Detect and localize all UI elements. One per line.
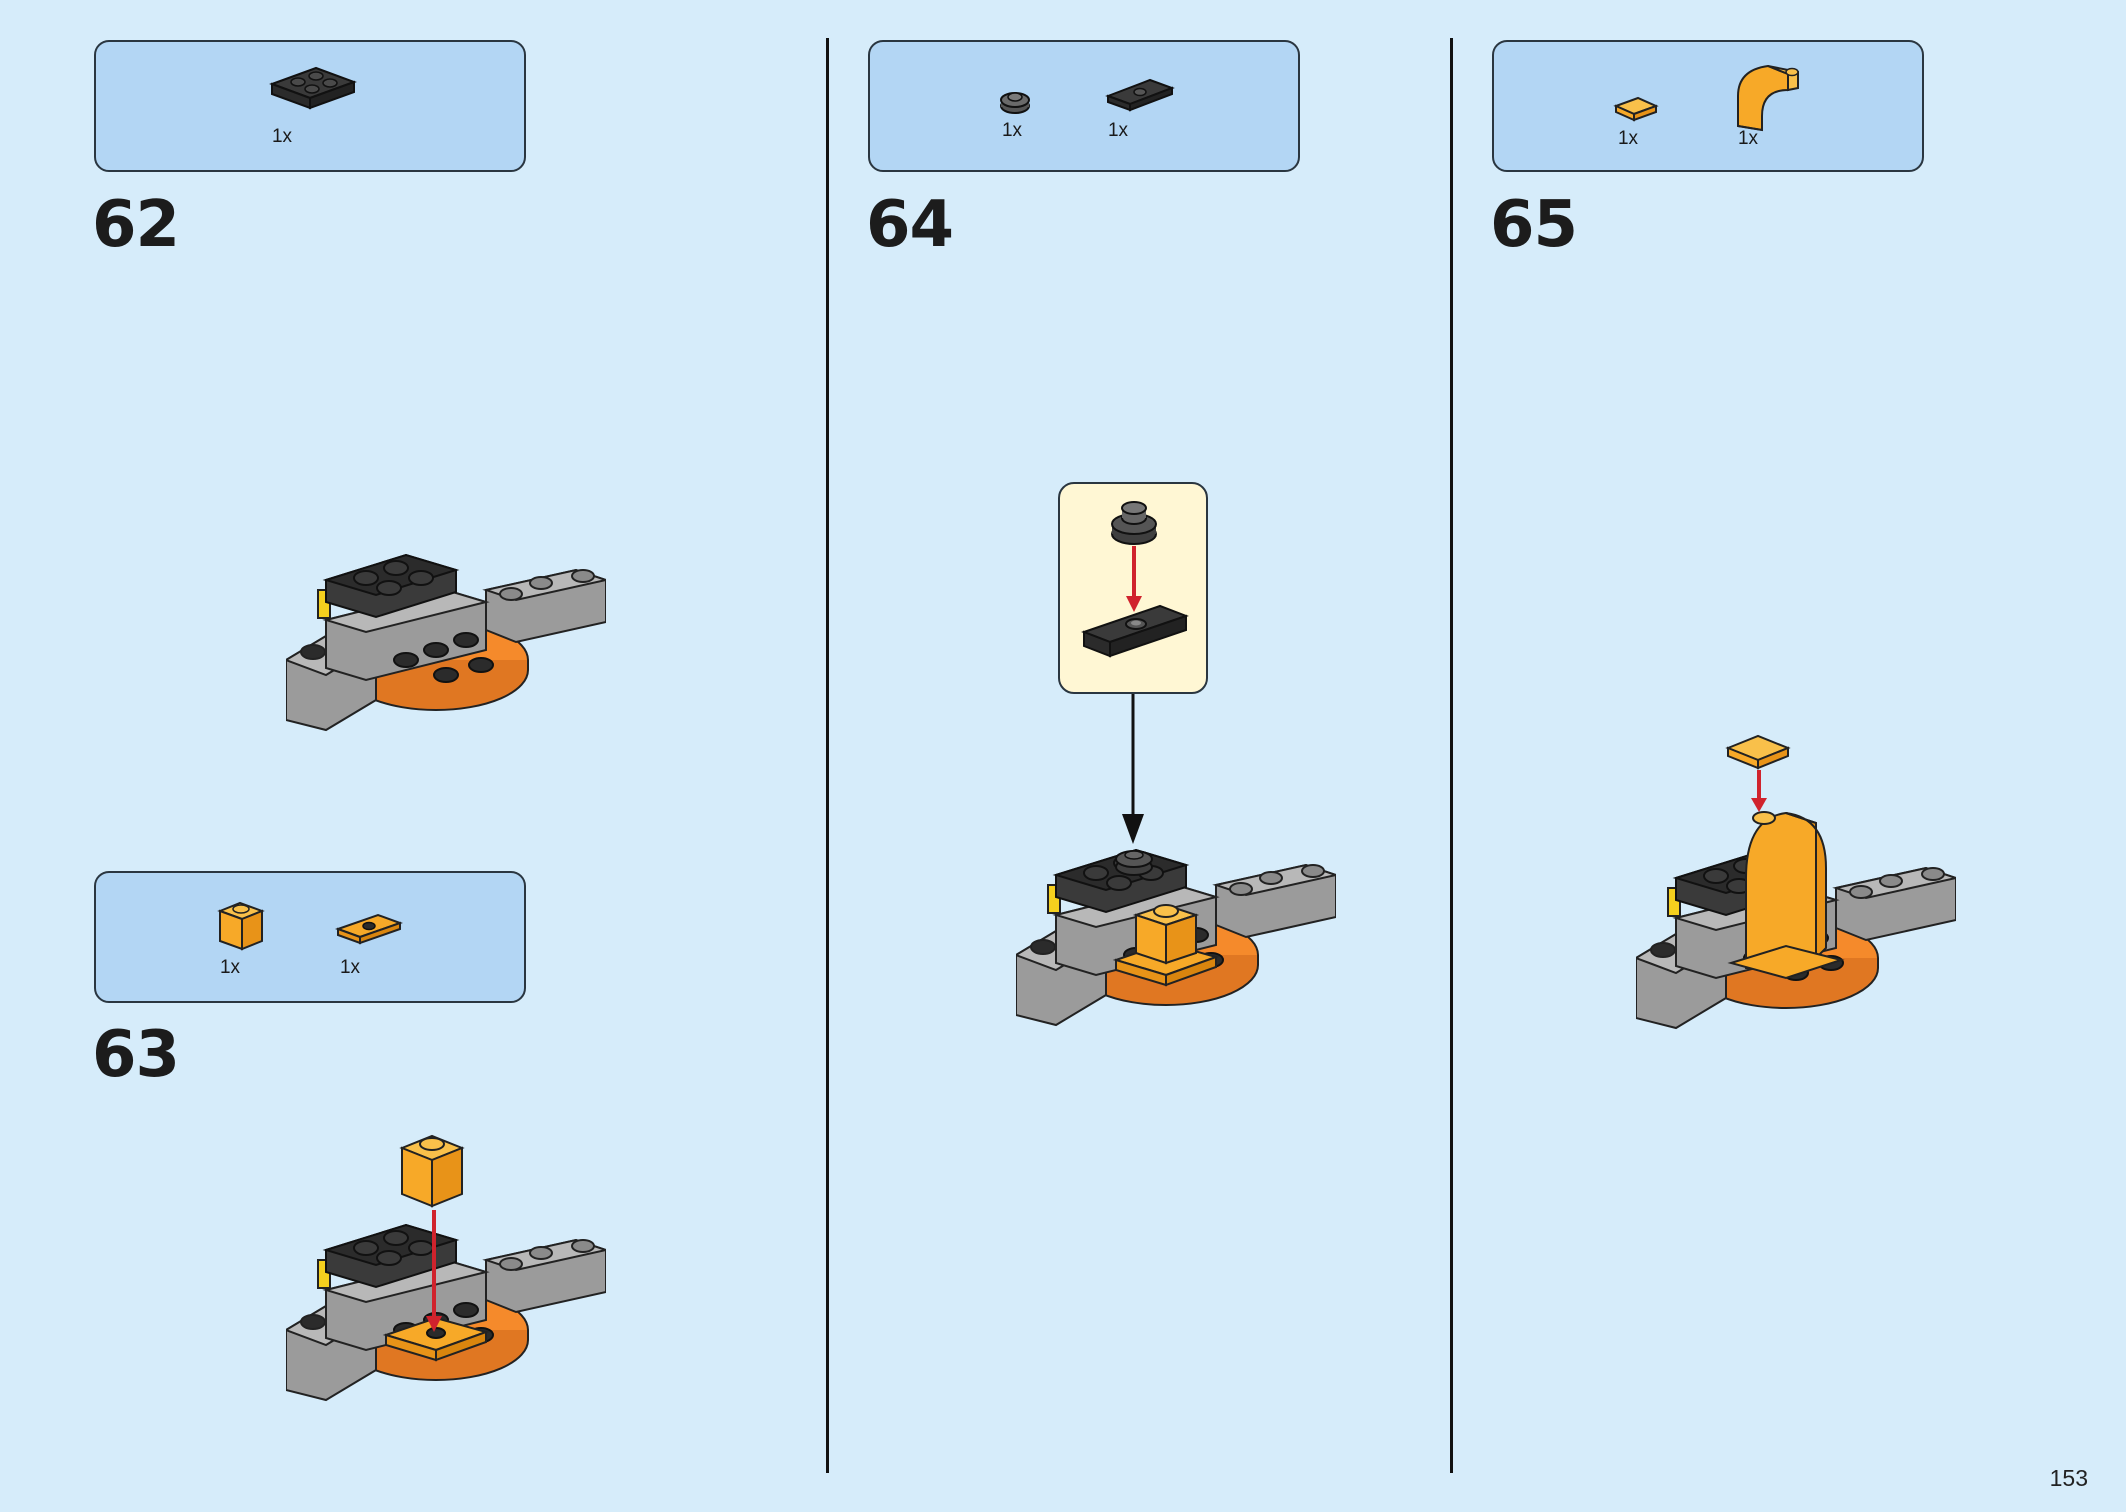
step-number: 62 (92, 188, 180, 262)
dark-grey-round-plate-icon (1000, 92, 1030, 114)
part-quantity: 1x (1737, 128, 1759, 149)
orange-jumper-plate-icon (335, 913, 403, 945)
part-quantity: 1x (1617, 128, 1639, 149)
black-plate-2x2-icon (269, 66, 357, 110)
step-63-model-illustration (286, 1134, 606, 1401)
column-divider-left (826, 38, 829, 1473)
part-quantity: 1x (1001, 120, 1023, 141)
part-quantity: 1x (219, 957, 241, 978)
orange-curved-slope-icon (1737, 64, 1799, 132)
column-divider-right (1450, 38, 1453, 1473)
page-number: 153 (2049, 1465, 2088, 1491)
sub-assembly-callout (1058, 482, 1208, 694)
parts-box-step-63: 1x 1x (94, 871, 526, 1003)
step-64-model-illustration (1016, 849, 1336, 1026)
step-65-model-illustration (1636, 734, 1956, 1029)
step-62-model-illustration (286, 554, 606, 731)
black-jumper-plate-icon (1105, 78, 1175, 112)
step-number: 63 (92, 1018, 180, 1092)
part-quantity: 1x (1107, 120, 1129, 141)
orange-brick-1x1-icon (217, 901, 265, 951)
part-quantity: 1x (339, 957, 361, 978)
parts-box-step-64: 1x 1x (868, 40, 1300, 172)
callout-connector-arrow (1122, 694, 1144, 844)
parts-box-step-65: 1x 1x (1492, 40, 1924, 172)
step-number: 64 (866, 188, 954, 262)
step-number: 65 (1490, 188, 1578, 262)
orange-tile-1x1-icon (1613, 96, 1659, 122)
part-quantity: 1x (271, 126, 293, 147)
callout-illustration (1081, 501, 1189, 658)
parts-box-step-62: 1x (94, 40, 526, 172)
